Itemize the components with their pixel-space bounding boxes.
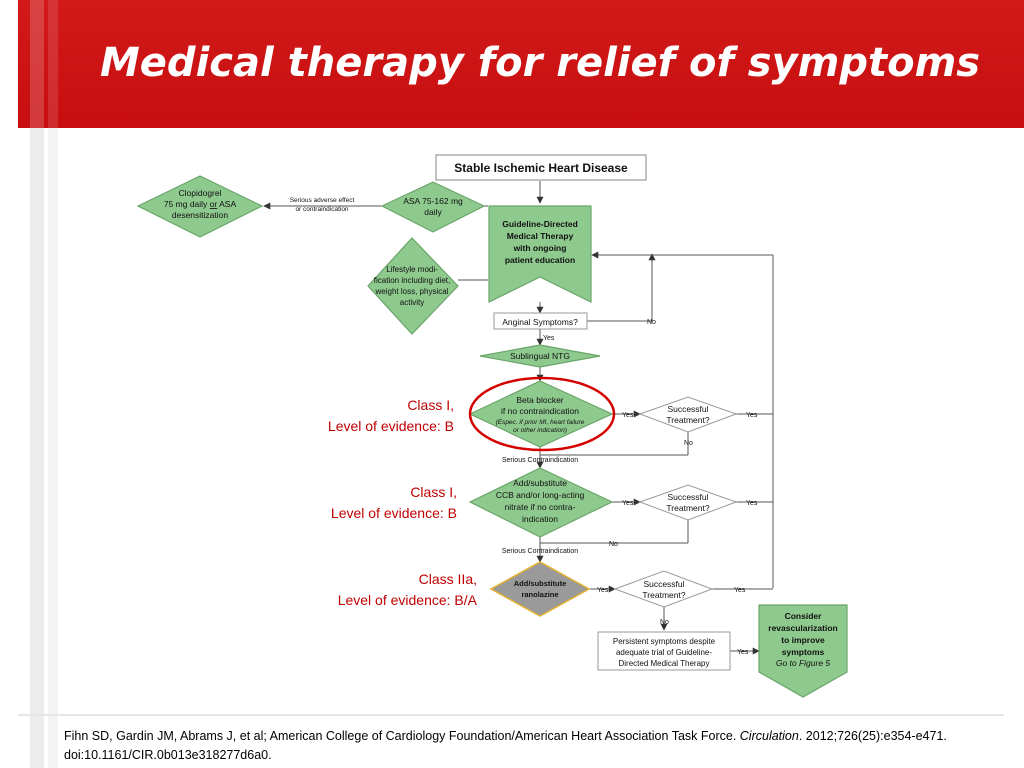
no-label: No: [684, 440, 693, 447]
ccb-line: indication: [522, 514, 558, 524]
adverse-effect-label: or contraindication: [295, 206, 348, 213]
banner-stripe: [30, 0, 44, 128]
title-banner: [18, 0, 1024, 128]
evidence-label-line: Level of evidence: B: [330, 505, 457, 521]
clopidogrel-line: 75 mg daily or ASA: [164, 199, 237, 209]
lifestyle-node: [367, 237, 459, 335]
yes-label: Yes: [622, 500, 634, 507]
asa-line: ASA 75-162 mg: [403, 196, 463, 206]
citation-authors: Fihn SD, Gardin JM, Abrams J, et al; Ame…: [64, 729, 737, 743]
no-label: No: [647, 319, 656, 326]
evidence-label-line: Level of evidence: B/A: [337, 592, 477, 608]
ccb-line: nitrate if no contra-: [505, 502, 576, 512]
beta-line: if no contraindication: [501, 406, 579, 416]
class-label-beta: Class I, Level of evidence: B: [328, 395, 454, 437]
banner-stripe: [48, 0, 58, 128]
successful-line: Successful: [667, 404, 708, 414]
yes-label: Yes: [622, 412, 634, 419]
gdmt-line: with ongoing: [513, 243, 567, 253]
ranolazine-line: Add/substitute: [514, 579, 567, 588]
highlight-circle: [468, 376, 616, 452]
class-label-ccb: Class I, Level of evidence: B: [331, 482, 457, 524]
yes-label: Yes: [734, 587, 746, 594]
revasc-line: symptoms: [782, 647, 825, 657]
anginal-box: [493, 312, 588, 330]
citation-journal: Circulation: [739, 729, 799, 743]
persistent-line: adequate trial of Guideline-: [616, 648, 712, 657]
revasc-goto: Go to Figure 5: [776, 658, 831, 668]
yes-label: Yes: [737, 649, 749, 656]
asa-line: daily: [424, 207, 442, 217]
revasc-line: revascularization: [768, 623, 837, 633]
serious-contraindication-label: Serious Contraindication: [502, 548, 578, 555]
successful-line: Treatment?: [666, 415, 709, 425]
citation: Fihn SD, Gardin JM, Abrams J, et al; Ame…: [64, 727, 964, 765]
footer-divider: [18, 714, 1004, 716]
anginal-label: Anginal Symptoms?: [502, 317, 578, 327]
persistent-line: Persistent symptoms despite: [613, 637, 716, 646]
successful-line: Successful: [667, 492, 708, 502]
gdmt-line: Guideline-Directed: [502, 219, 578, 229]
evidence-label-line: Level of evidence: B: [327, 418, 454, 434]
slide-title: Medical therapy for relief of symptoms: [100, 40, 981, 86]
ccb-line: CCB and/or long-acting: [496, 490, 585, 500]
ntg-node: [479, 344, 601, 368]
successful-line: Successful: [643, 579, 684, 589]
yes-label: Yes: [746, 412, 758, 419]
class-label-line: Class I,: [410, 484, 457, 500]
ranolazine-line: ranolazine: [521, 590, 558, 599]
gdmt-node: [488, 205, 592, 303]
start-label: Stable Ischemic Heart Disease: [454, 161, 628, 175]
revasc-line: to improve: [781, 635, 825, 645]
left-stripe: [30, 0, 44, 768]
asa-node: [380, 181, 486, 233]
clopidogrel-line: desensitization: [172, 210, 229, 220]
class-label-line: Class IIa,: [418, 571, 477, 587]
successful-treatment-node: [613, 570, 714, 608]
yes-label: Yes: [597, 587, 609, 594]
ntg-label: Sublingual NTG: [510, 351, 570, 361]
successful-line: Treatment?: [642, 590, 685, 600]
ccb-line: Add/substitute: [513, 478, 567, 488]
persistent-symptoms-box: [597, 631, 731, 671]
citation-details: . 2012;726(25):e354-e471. doi:10.1161/CI…: [64, 729, 947, 762]
lifestyle-line: activity: [400, 298, 424, 307]
yes-label: Yes: [746, 500, 758, 507]
successful-treatment-node: [638, 396, 738, 433]
persistent-line: Directed Medical Therapy: [618, 659, 709, 668]
beta-note: (Espec. if prior MI, heart failure: [496, 419, 585, 426]
yes-label: Yes: [543, 335, 555, 342]
serious-contraindication-label: Serious Contraindication: [502, 457, 578, 464]
class-label-ranolazine: Class IIa, Level of evidence: B/A: [338, 569, 477, 611]
revascularization-node: [758, 604, 848, 698]
ccb-node: [468, 467, 614, 538]
no-label: No: [660, 619, 669, 626]
lifestyle-line: weight loss, physical: [375, 287, 449, 296]
no-label: No: [609, 541, 618, 548]
clopidogrel-node: [136, 175, 264, 238]
lifestyle-line: Lifestyle modi-: [386, 265, 438, 274]
beta-line: Beta blocker: [516, 395, 563, 405]
successful-treatment-node: [638, 484, 738, 521]
lifestyle-line: fication including diet,: [374, 276, 451, 285]
clopidogrel-line: Clopidogrel: [179, 188, 222, 198]
left-stripe: [48, 0, 58, 768]
revasc-line: Consider: [785, 611, 823, 621]
class-label-line: Class I,: [407, 397, 454, 413]
gdmt-line: Medical Therapy: [507, 231, 574, 241]
beta-note: or other indication): [513, 427, 567, 434]
adverse-effect-label: Serious adverse effect: [290, 197, 355, 204]
start-box: [435, 154, 647, 181]
successful-line: Treatment?: [666, 503, 709, 513]
beta-blocker-node: [468, 380, 614, 448]
ranolazine-node: [489, 561, 591, 617]
gdmt-line: patient education: [505, 255, 575, 265]
